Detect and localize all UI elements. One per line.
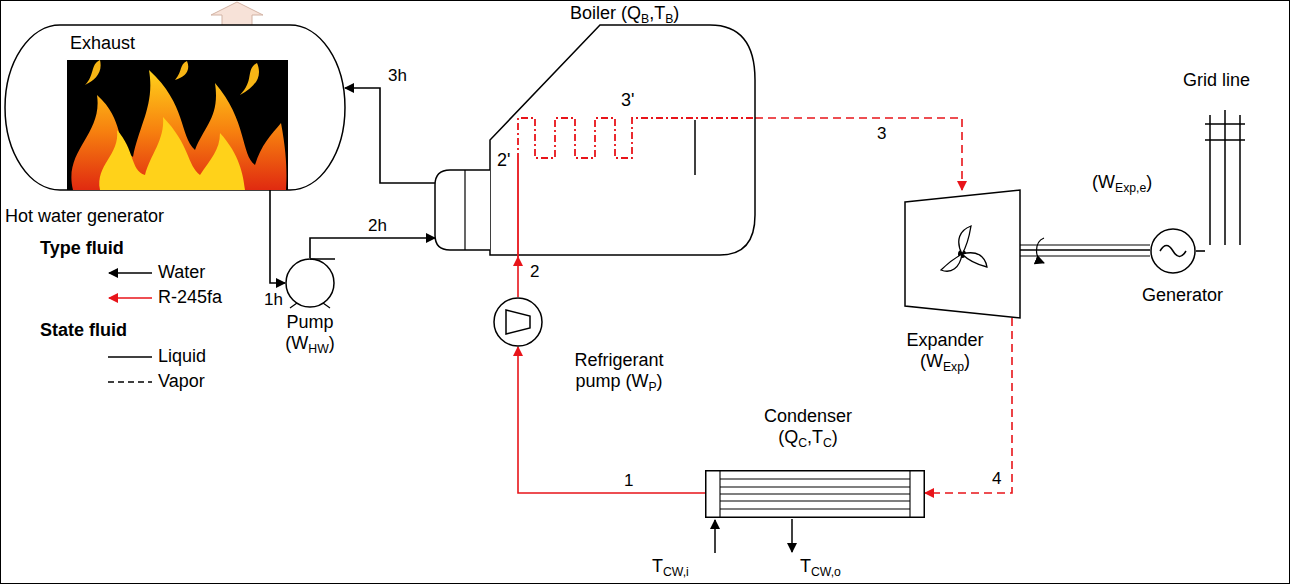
subscript: CW,o bbox=[811, 565, 841, 579]
legend-line-sample bbox=[108, 289, 152, 307]
hot-water-generator: ExhaustHot water generator bbox=[5, 25, 345, 190]
condenser-shape bbox=[705, 470, 925, 518]
node-label: (WExp,e) bbox=[1092, 172, 1152, 193]
node-label: Refrigerant pump (WP) bbox=[565, 350, 673, 392]
shaft-line bbox=[1020, 244, 1150, 245]
node-label: Boiler (QB,TB) bbox=[570, 3, 679, 24]
generator: (WExp,e)Generator bbox=[1150, 228, 1196, 274]
state-point-label: 3' bbox=[621, 90, 634, 111]
expander: Expander (WExp) bbox=[905, 190, 1020, 318]
refrigerant-pump: Refrigerant pump (WP) bbox=[493, 297, 543, 347]
connector-line bbox=[345, 88, 435, 183]
grid-line-shape bbox=[1205, 110, 1245, 245]
refrigerant-pump-shape bbox=[493, 297, 543, 347]
connector-line bbox=[1196, 250, 1205, 252]
subscript: C bbox=[798, 436, 807, 450]
subscript: B bbox=[641, 12, 649, 26]
state-point-label: 2 bbox=[528, 262, 541, 281]
subscript: CW,i bbox=[663, 565, 689, 579]
state-point-label: 2' bbox=[497, 150, 510, 171]
boiler-shape bbox=[435, 25, 755, 257]
legend-text: Liquid bbox=[158, 346, 206, 367]
node-label: Generator bbox=[1142, 285, 1223, 306]
exhaust-arrow bbox=[211, 2, 263, 28]
node-label: Exhaust bbox=[70, 33, 135, 54]
hot-water-generator-shape bbox=[5, 25, 345, 190]
condenser: Condenser (QC,TC) bbox=[705, 470, 925, 518]
connector-line bbox=[310, 238, 435, 258]
legend-line-sample bbox=[108, 264, 152, 282]
state-point-label: 1 bbox=[622, 471, 635, 490]
subscript: P bbox=[648, 380, 656, 394]
legend-heading: Type fluid bbox=[40, 238, 124, 259]
node-label: Hot water generator bbox=[5, 206, 164, 227]
node-label: Grid line bbox=[1183, 70, 1250, 91]
subscript: HW bbox=[308, 342, 328, 356]
connector-line bbox=[1020, 249, 1150, 251]
grid-line: Grid line bbox=[1205, 110, 1245, 245]
state-point-label: 2h bbox=[366, 216, 389, 235]
cooling-water-out-arrow bbox=[791, 519, 793, 552]
legend-text: Vapor bbox=[158, 371, 205, 392]
legend-line-sample bbox=[108, 373, 152, 391]
state-point-label: 3 bbox=[875, 124, 888, 143]
cooling-water-in-arrow bbox=[714, 520, 716, 553]
legend-text: R-245fa bbox=[158, 287, 222, 308]
refrigerant-line bbox=[755, 118, 962, 190]
temperature-label: TCW,i bbox=[652, 556, 689, 577]
connector-line bbox=[270, 190, 285, 283]
subscript: Exp,e bbox=[1115, 181, 1146, 195]
shaft-line bbox=[1020, 255, 1150, 256]
refrigerant-line bbox=[518, 347, 705, 493]
subscript: B bbox=[665, 12, 673, 26]
state-point-label: 1h bbox=[262, 290, 285, 309]
node-label: Expander (WExp) bbox=[897, 330, 993, 372]
state-point-label: 4 bbox=[990, 469, 1003, 488]
subscript: C bbox=[823, 436, 832, 450]
water-pump-shape bbox=[285, 258, 335, 308]
expander-shape bbox=[905, 190, 1020, 318]
state-point-label: 3h bbox=[386, 66, 409, 85]
legend-line-sample bbox=[108, 348, 152, 366]
legend-text: Water bbox=[158, 262, 205, 283]
boiler: Boiler (QB,TB) bbox=[435, 25, 755, 257]
temperature-label: TCW,o bbox=[800, 556, 841, 577]
legend-heading: State fluid bbox=[40, 320, 127, 341]
refrigerant-line bbox=[517, 257, 519, 297]
water-pump: Pump (WHW) bbox=[285, 258, 335, 308]
generator-shape bbox=[1150, 228, 1196, 274]
node-label: Condenser (QC,TC) bbox=[753, 406, 863, 448]
subscript: Exp bbox=[943, 360, 964, 374]
node-label: Pump (WHW) bbox=[271, 312, 349, 354]
